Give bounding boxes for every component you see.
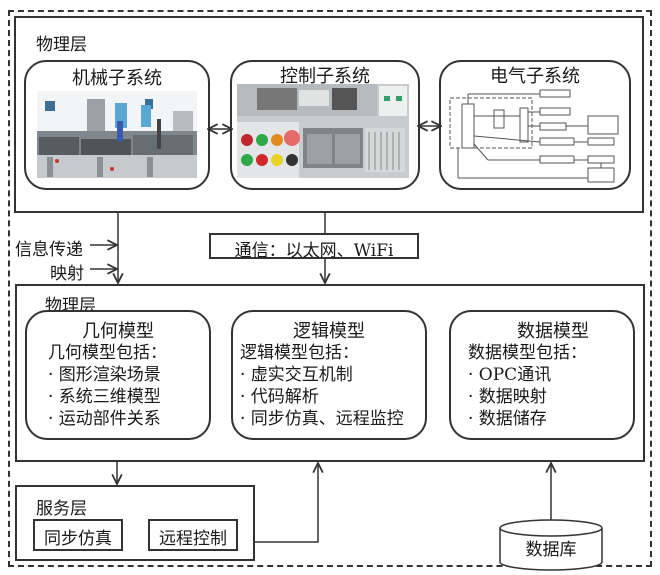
data-model-subtitle: 数据模型包括： [468,343,587,363]
communication-label: 通信：以太网、WiFi [234,241,394,261]
geometry-model-title: 几何模型 [82,321,154,342]
service-to-virtual-arrow [255,463,318,543]
logic-model-title: 逻辑模型 [293,321,365,342]
communication-box [209,233,419,259]
geometry-model-subtitle: 几何模型包括： [48,343,167,363]
mechanical-production-line-photo [37,91,197,178]
geometry-model-item: · 系统三维模型 [48,387,161,407]
data-model-item: · 数据映射 [468,387,547,407]
mapping-label: 映射 [50,264,84,284]
control-cabinet-photo [237,84,409,178]
data-model-title: 数据模型 [517,321,589,342]
logic-model-subtitle: 逻辑模型包括： [240,343,359,363]
electrical-subsystem-title: 电气子系统 [490,66,580,87]
geometry-model-box [25,310,211,440]
database-icon [499,519,603,571]
remote-control-box[interactable] [148,519,238,551]
logic-model-box [231,310,427,440]
physical-layer-title: 物理层 [36,35,87,55]
info-transfer-label: 信息传递 [15,240,83,260]
remote-control-label: 远程控制 [159,529,227,549]
geometry-model-item: · 图形渲染场景 [48,365,161,385]
data-model-item: · OPC通讯 [468,365,552,385]
electrical-schematic-diagram [448,86,624,184]
database-label: 数据库 [525,540,577,560]
control-subsystem-title: 控制子系统 [280,66,370,87]
geometry-model-item: · 运动部件关系 [48,409,161,429]
logic-model-item: · 虚实交互机制 [240,365,353,385]
data-model-item: · 数据储存 [468,409,547,429]
mechanical-subsystem-title: 机械子系统 [72,68,162,89]
logic-model-item: · 同步仿真、远程监控 [240,409,404,429]
data-model-box [449,310,635,440]
logic-model-item: · 代码解析 [240,387,319,407]
outer-dashed-frame [8,10,652,567]
sync-simulation-label: 同步仿真 [44,529,112,549]
service-layer-title: 服务层 [36,499,87,519]
sync-simulation-box[interactable] [33,519,123,551]
